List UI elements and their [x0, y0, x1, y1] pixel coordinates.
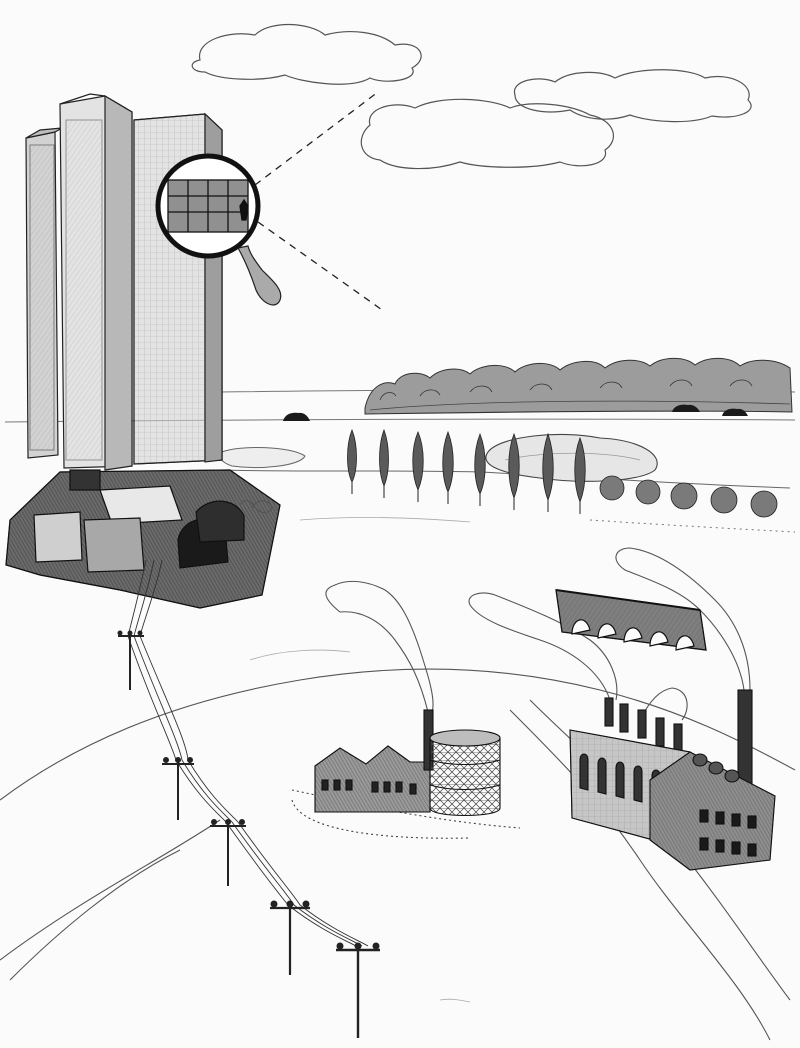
horizon-treeline [364, 357, 793, 415]
cars [283, 404, 748, 421]
smoke-factory-2 [615, 547, 751, 691]
smoke-factory-1 [468, 592, 618, 701]
cloud-left [191, 23, 422, 85]
office-towers [25, 93, 223, 471]
pole-5 [336, 942, 380, 1038]
cloud-right [514, 69, 752, 123]
pole-1 [117, 630, 144, 690]
car-left [283, 412, 310, 421]
smoke-gasworks [325, 580, 434, 713]
magnifier-handle [237, 245, 282, 306]
round-trees [599, 475, 778, 518]
big-factory [569, 689, 776, 871]
factory-sheds [314, 745, 431, 813]
factory-chimneys [604, 689, 753, 791]
roof-domes [692, 753, 740, 783]
magnifying-glass [155, 153, 282, 306]
pole-2 [162, 757, 194, 820]
magnified-window [167, 179, 249, 233]
pole-4 [270, 900, 310, 975]
car-right-1 [672, 404, 700, 412]
gasometer [429, 729, 501, 817]
power-lines [117, 559, 380, 1038]
tall-chimney [737, 689, 753, 791]
clouds [191, 23, 752, 170]
bunker-tunnels [5, 469, 281, 609]
smoke [325, 547, 751, 721]
pencil-marks [249, 516, 471, 1003]
tunnel-arch-right [195, 500, 245, 543]
gasworks [291, 709, 521, 839]
arched-bridge [555, 589, 707, 651]
park [219, 428, 796, 533]
car-right-2 [722, 408, 748, 416]
pole-3 [210, 819, 246, 886]
cloud-middle [360, 98, 614, 170]
